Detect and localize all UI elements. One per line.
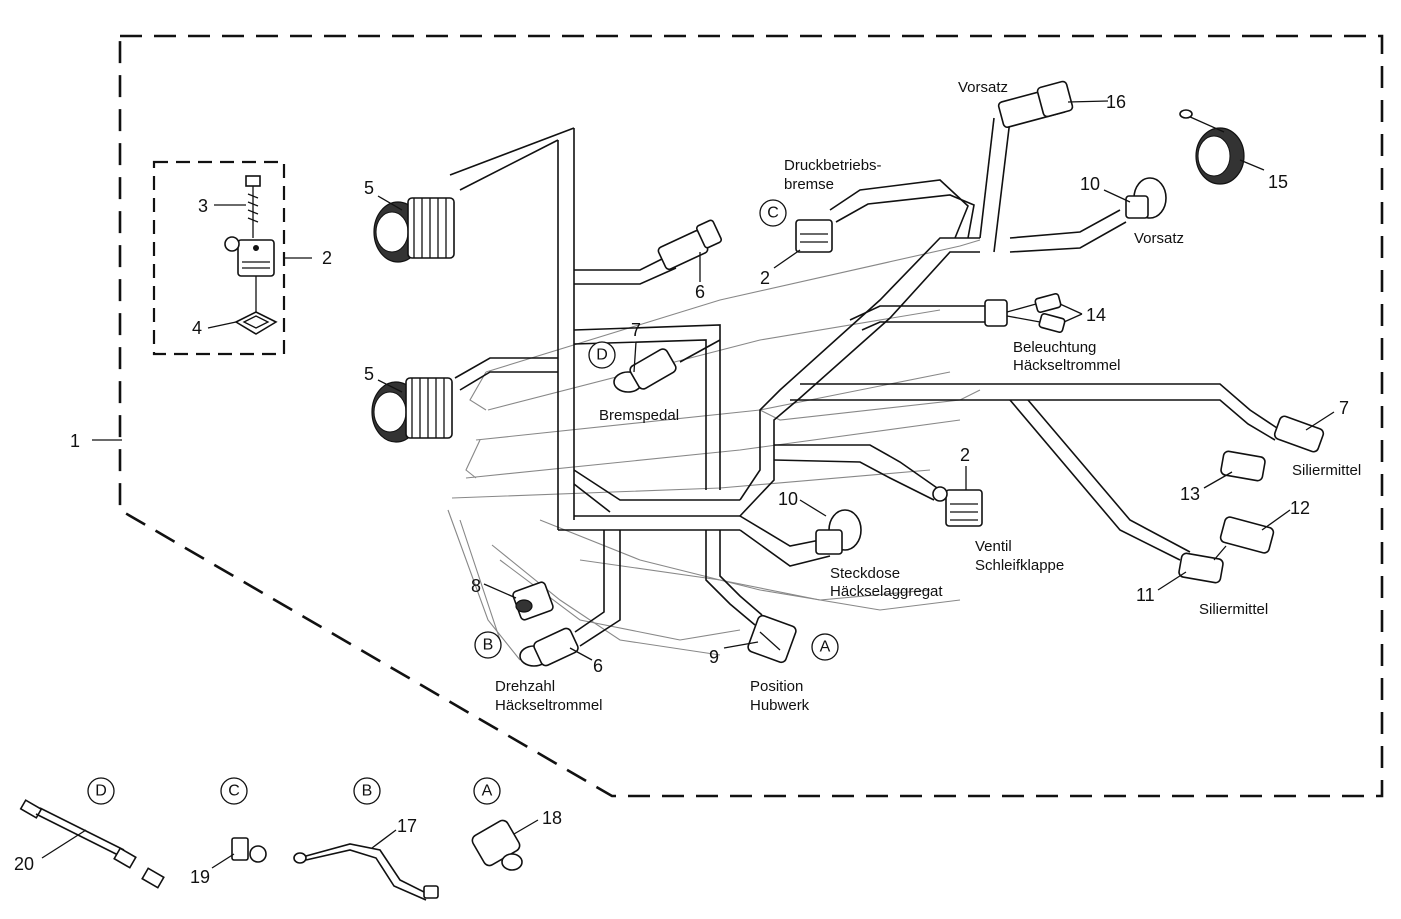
callout-17: 17 xyxy=(397,816,417,836)
callout-16: 16 xyxy=(1106,92,1126,112)
leader-lines xyxy=(41,100,1335,869)
label-druckbetriebs: Druckbetriebs- xyxy=(784,157,882,174)
label-ventil: Ventil xyxy=(975,538,1012,555)
callout-6-upper: 6 xyxy=(695,282,705,302)
letter-a-bottom-text: A xyxy=(482,783,493,800)
callout-10-lower: 10 xyxy=(778,489,798,509)
sensor-8 xyxy=(512,581,554,621)
label-schleifklappe: Schleifklappe xyxy=(975,557,1064,574)
label-vorsatz-top: Vorsatz xyxy=(958,79,1008,96)
callout-12: 12 xyxy=(1290,498,1310,518)
callout-1: 1 xyxy=(70,431,80,451)
letter-c-main-text: C xyxy=(767,205,779,222)
letter-a-bottom: A xyxy=(473,777,501,805)
letter-a-main-text: A xyxy=(820,639,831,656)
connector-5-upper xyxy=(373,197,455,263)
label-haeckselaggregat: Häckselaggregat xyxy=(830,583,943,600)
callout-7-bremspedal: 7 xyxy=(631,320,641,340)
letter-c-bottom-text: C xyxy=(228,783,240,800)
label-position: Position xyxy=(750,678,803,695)
callout-11: 11 xyxy=(1136,585,1155,605)
callout-2-sub: 2 xyxy=(322,248,332,268)
letter-d-main-text: D xyxy=(596,347,608,364)
label-vorsatz-right: Vorsatz xyxy=(1134,230,1184,247)
connector-12 xyxy=(1219,516,1275,554)
callout-14: 14 xyxy=(1086,305,1106,325)
callout-7-siliermittel: 7 xyxy=(1339,398,1349,418)
callout-19: 19 xyxy=(190,867,210,887)
label-steckdose: Steckdose xyxy=(830,565,900,582)
connector-19 xyxy=(231,837,267,863)
gasket-4 xyxy=(234,276,278,335)
connector-7-siliermittel xyxy=(1273,415,1325,453)
cable-20 xyxy=(19,799,165,889)
callout-9: 9 xyxy=(709,647,719,667)
valve-2-druckbremse xyxy=(795,219,833,253)
callout-2-schleifklappe: 2 xyxy=(960,445,970,465)
letter-d-main: D xyxy=(588,341,616,369)
letter-b-bottom: B xyxy=(353,777,381,805)
connector-13 xyxy=(1220,450,1266,482)
callout-15: 15 xyxy=(1268,172,1288,192)
valve-2-sub xyxy=(224,236,275,277)
label-siliermittel-upper: Siliermittel xyxy=(1292,462,1361,479)
connector-6-lower xyxy=(519,627,579,667)
letter-b-main-text: B xyxy=(483,637,494,654)
letter-b-main: B xyxy=(474,631,502,659)
connector-9 xyxy=(747,614,797,664)
letter-a-main: A xyxy=(811,633,839,661)
connector-18 xyxy=(471,819,523,871)
label-beleuchtung: Beleuchtung xyxy=(1013,339,1096,356)
callout-4: 4 xyxy=(192,318,202,338)
callout-10-right: 10 xyxy=(1080,174,1100,194)
connector-7-bremspedal xyxy=(613,348,677,393)
callout-20: 20 xyxy=(14,854,34,874)
connector-14 xyxy=(984,293,1066,333)
label-haeckseltrommel-drehzahl: Häckseltrommel xyxy=(495,697,603,714)
main-assembly-frame xyxy=(118,34,1384,798)
cable-17 xyxy=(293,843,439,901)
socket-10-right xyxy=(1125,177,1167,219)
callout-5-lower: 5 xyxy=(364,364,374,384)
socket-15 xyxy=(1179,109,1245,185)
valve-2-schleifklappe xyxy=(932,486,983,527)
callout-6-lower: 6 xyxy=(593,656,603,676)
label-haeckseltrommel-beleuchtung: Häckseltrommel xyxy=(1013,357,1121,374)
letter-d-bottom-text: D xyxy=(95,783,107,800)
letter-c-bottom: C xyxy=(220,777,248,805)
label-drehzahl: Drehzahl xyxy=(495,678,555,695)
main-harness xyxy=(449,117,1281,647)
callout-5-upper: 5 xyxy=(364,178,374,198)
letter-b-bottom-text: B xyxy=(362,783,373,800)
letter-c-main: C xyxy=(759,199,787,227)
label-siliermittel-lower: Siliermittel xyxy=(1199,601,1268,618)
label-bremspedal: Bremspedal xyxy=(599,407,679,424)
connector-5-lower xyxy=(371,377,453,443)
callout-18: 18 xyxy=(542,808,562,828)
callout-13: 13 xyxy=(1180,484,1200,504)
bolt-3 xyxy=(245,175,261,238)
callout-3: 3 xyxy=(198,196,208,216)
connector-6-upper xyxy=(657,219,723,271)
callout-2-druckbremse: 2 xyxy=(760,268,770,288)
callout-8: 8 xyxy=(471,576,481,596)
connector-16 xyxy=(997,80,1074,128)
connector-11 xyxy=(1178,545,1227,584)
letter-d-bottom: D xyxy=(87,777,115,805)
label-hubwerk: Hubwerk xyxy=(750,697,810,714)
label-bremse: bremse xyxy=(784,176,834,193)
socket-10-lower xyxy=(815,509,862,555)
